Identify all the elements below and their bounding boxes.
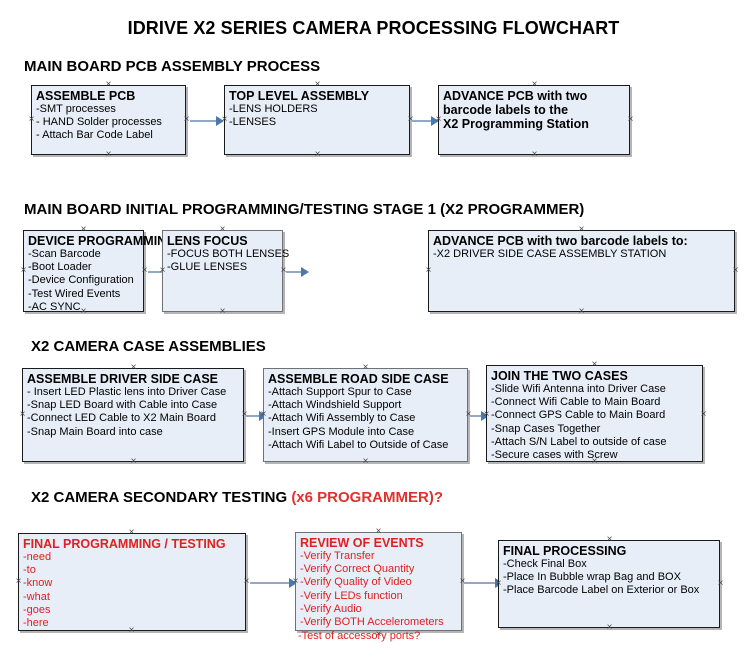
node-line: -Check Final Box bbox=[503, 558, 587, 570]
node-title: ASSEMBLE PCB bbox=[36, 89, 136, 103]
node-title: JOIN THE TWO CASES bbox=[491, 369, 628, 383]
connector-arrow bbox=[470, 415, 484, 417]
node-line: -Place In Bubble wrap Bag and BOX bbox=[503, 571, 681, 584]
node-line: -AC SYNC bbox=[28, 300, 81, 313]
node-line: X2 Programming Station bbox=[443, 117, 589, 131]
node-line: - Attach Bar Code Label bbox=[36, 129, 153, 142]
node-line: -what bbox=[23, 590, 50, 603]
node-advance-pcb-driver-side-case[interactable]: ADVANCE PCB with two barcode labels to: … bbox=[428, 230, 735, 312]
node-review-of-events[interactable]: REVIEW OF EVENTS -Verify Transfer -Verif… bbox=[295, 532, 462, 631]
node-line: -Secure cases with Screw bbox=[491, 449, 618, 462]
node-line: -Boot Loader bbox=[28, 261, 92, 274]
arrowhead-icon bbox=[301, 267, 309, 277]
node-line: -know bbox=[23, 577, 53, 590]
node-line: -Attach Support Spur to Case bbox=[268, 386, 412, 398]
section-header-text: X2 CAMERA SECONDARY TESTING bbox=[31, 489, 292, 506]
node-line: barcode labels to the bbox=[443, 103, 569, 117]
node-line: -to bbox=[23, 564, 36, 577]
arrowhead-icon bbox=[289, 578, 297, 588]
node-title: TOP LEVEL ASSEMBLY bbox=[229, 89, 370, 103]
node-device-programming[interactable]: DEVICE PROGRAMMING -Scan Barcode -Boot L… bbox=[23, 230, 176, 313]
node-title: FINAL PROGRAMMING / TESTING bbox=[23, 537, 226, 551]
section-header-accent: (x6 PROGRAMMER)? bbox=[291, 489, 443, 506]
node-line: -need bbox=[23, 551, 52, 563]
node-line: -Snap Cases Together bbox=[491, 422, 601, 435]
connector-arrow bbox=[250, 582, 292, 584]
node-advance-pcb-programming-station[interactable]: ADVANCE PCB with two barcode labels to t… bbox=[438, 85, 630, 155]
node-title: ASSEMBLE DRIVER SIDE CASE bbox=[27, 372, 219, 386]
node-assemble-road-side-case[interactable]: ASSEMBLE ROAD SIDE CASE -Attach Support … bbox=[263, 368, 468, 462]
arrowhead-icon bbox=[431, 116, 439, 126]
node-line: -Slide Wifi Antenna into Driver Case bbox=[491, 383, 666, 395]
node-line: -Attach Windshield Support bbox=[268, 399, 402, 412]
node-title: ASSEMBLE ROAD SIDE CASE bbox=[268, 372, 449, 386]
node-title: FINAL PROCESSING bbox=[503, 544, 627, 558]
node-line: -Connect GPS Cable to Main Board bbox=[491, 409, 666, 422]
node-line: -FOCUS BOTH LENSES bbox=[167, 248, 290, 260]
node-line: -Verify Transfer bbox=[300, 550, 375, 562]
node-title: ADVANCE PCB with two bbox=[443, 89, 588, 103]
node-assemble-pcb[interactable]: ASSEMBLE PCB -SMT processes - HAND Solde… bbox=[31, 85, 186, 155]
node-title: REVIEW OF EVENTS bbox=[300, 536, 424, 550]
node-line: -Snap Main Board into case bbox=[27, 425, 163, 438]
node-line: -GLUE LENSES bbox=[167, 261, 248, 274]
node-line: -Device Configuration bbox=[28, 274, 134, 287]
connector-arrow bbox=[148, 271, 164, 273]
page-title: IDRIVE X2 SERIES CAMERA PROCESSING FLOWC… bbox=[127, 18, 620, 38]
node-line: -Scan Barcode bbox=[28, 248, 101, 260]
node-line: -LENS HOLDERS bbox=[229, 103, 318, 115]
node-line: -X2 DRIVER SIDE CASE ASSEMBLY STATION bbox=[433, 248, 667, 260]
connector-arrow bbox=[412, 120, 434, 122]
node-line: -here bbox=[23, 617, 49, 630]
connector-arrow bbox=[286, 271, 304, 273]
node-line: -Verify Audio bbox=[300, 602, 362, 615]
node-line: -Verify Correct Quantity bbox=[300, 563, 415, 576]
node-title: ADVANCE PCB with two barcode labels to: bbox=[433, 234, 688, 248]
node-line: -Test Wired Events bbox=[28, 287, 121, 300]
connector-arrow bbox=[246, 415, 262, 417]
node-line: -Connect LED Cable to X2 Main Board bbox=[27, 412, 216, 425]
node-title: DEVICE PROGRAMMING bbox=[28, 234, 176, 248]
node-assemble-driver-side-case[interactable]: ASSEMBLE DRIVER SIDE CASE - Insert LED P… bbox=[22, 368, 244, 462]
node-line: -SMT processes bbox=[36, 103, 116, 115]
node-line: - Insert LED Plastic lens into Driver Ca… bbox=[27, 386, 227, 398]
node-line: -Verify LEDs function bbox=[300, 589, 403, 602]
section-header-x2-camera-case-assemblies: X2 CAMERA CASE ASSEMBLIES bbox=[31, 338, 266, 355]
section-header-main-board-initial-programming: MAIN BOARD INITIAL PROGRAMMING/TESTING S… bbox=[24, 201, 585, 218]
node-line: -goes bbox=[23, 603, 51, 616]
arrowhead-icon bbox=[216, 116, 224, 126]
node-line: -Snap LED Board with Cable into Case bbox=[27, 399, 218, 412]
node-join-the-two-cases[interactable]: JOIN THE TWO CASES -Slide Wifi Antenna i… bbox=[486, 365, 703, 462]
connector-arrow bbox=[190, 120, 218, 122]
node-final-programming-testing[interactable]: FINAL PROGRAMMING / TESTING -need -to -k… bbox=[18, 533, 246, 631]
node-line: -Attach Wifi Label to Outside of Case bbox=[268, 438, 449, 451]
node-line: -Verify Quality of Video bbox=[300, 576, 412, 589]
node-top-level-assembly[interactable]: TOP LEVEL ASSEMBLY -LENS HOLDERS -LENSES bbox=[224, 85, 410, 155]
node-line: -Insert GPS Module into Case bbox=[268, 425, 415, 438]
node-line: -Verify BOTH Accelerometers bbox=[300, 616, 444, 629]
section-header-main-board-pcb-assembly-process: MAIN BOARD PCB ASSEMBLY PROCESS bbox=[24, 58, 321, 75]
section-header-x2-camera-secondary-testing: X2 CAMERA SECONDARY TESTING (x6 PROGRAMM… bbox=[31, 489, 443, 506]
node-line: -Place Barcode Label on Exterior or Box bbox=[503, 584, 700, 597]
node-lens-focus[interactable]: LENS FOCUS -FOCUS BOTH LENSES -GLUE LENS… bbox=[162, 230, 290, 312]
node-overflow-line: -Test of accessory ports? bbox=[298, 630, 421, 642]
arrowhead-icon bbox=[481, 411, 489, 421]
node-line: - HAND Solder processes bbox=[36, 116, 162, 129]
node-line: -Attach S/N Label to outside of case bbox=[491, 435, 667, 448]
connector-arrow bbox=[464, 582, 498, 584]
node-line: -Connect Wifi Cable to Main Board bbox=[491, 396, 661, 409]
node-title: LENS FOCUS bbox=[167, 234, 248, 248]
node-line: -LENSES bbox=[229, 116, 277, 129]
node-line: -Attach Wifi Assembly to Case bbox=[268, 412, 416, 425]
node-final-processing[interactable]: FINAL PROCESSING -Check Final Box -Place… bbox=[498, 540, 720, 628]
